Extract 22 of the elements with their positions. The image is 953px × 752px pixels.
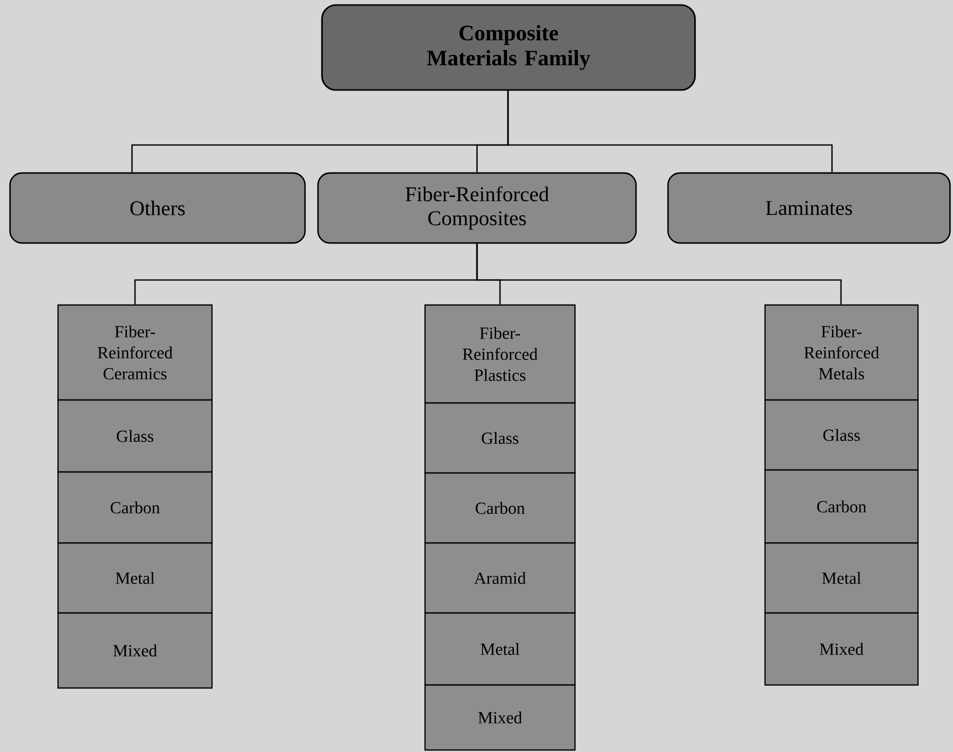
material-cell: Mixed <box>424 684 576 751</box>
category-box: Fiber-Reinforced Composites <box>317 172 637 244</box>
material-cell: Carbon <box>57 471 213 544</box>
category-box: Others <box>9 172 306 244</box>
material-cell: Metal <box>424 612 576 686</box>
material-cell: Metal <box>764 542 919 614</box>
category-box: Laminates <box>667 172 951 244</box>
column-header-cell: Fiber-Reinforced Metals <box>764 304 919 401</box>
connector-line <box>476 244 842 304</box>
material-cell: Glass <box>764 399 919 471</box>
column-header-cell: Fiber-Reinforced Ceramics <box>57 304 213 401</box>
material-cell: Glass <box>424 402 576 474</box>
material-cell: Metal <box>57 542 213 614</box>
title-box: Composite Materials Family <box>321 4 696 91</box>
material-cell: Carbon <box>764 469 919 544</box>
material-cell: Glass <box>57 399 213 473</box>
material-cell: Mixed <box>764 612 919 686</box>
column-header-cell: Fiber-Reinforced Plastics <box>424 304 576 404</box>
connector-line <box>507 90 833 172</box>
material-cell: Aramid <box>424 542 576 614</box>
material-cell: Mixed <box>57 612 213 689</box>
material-cell: Carbon <box>424 472 576 544</box>
